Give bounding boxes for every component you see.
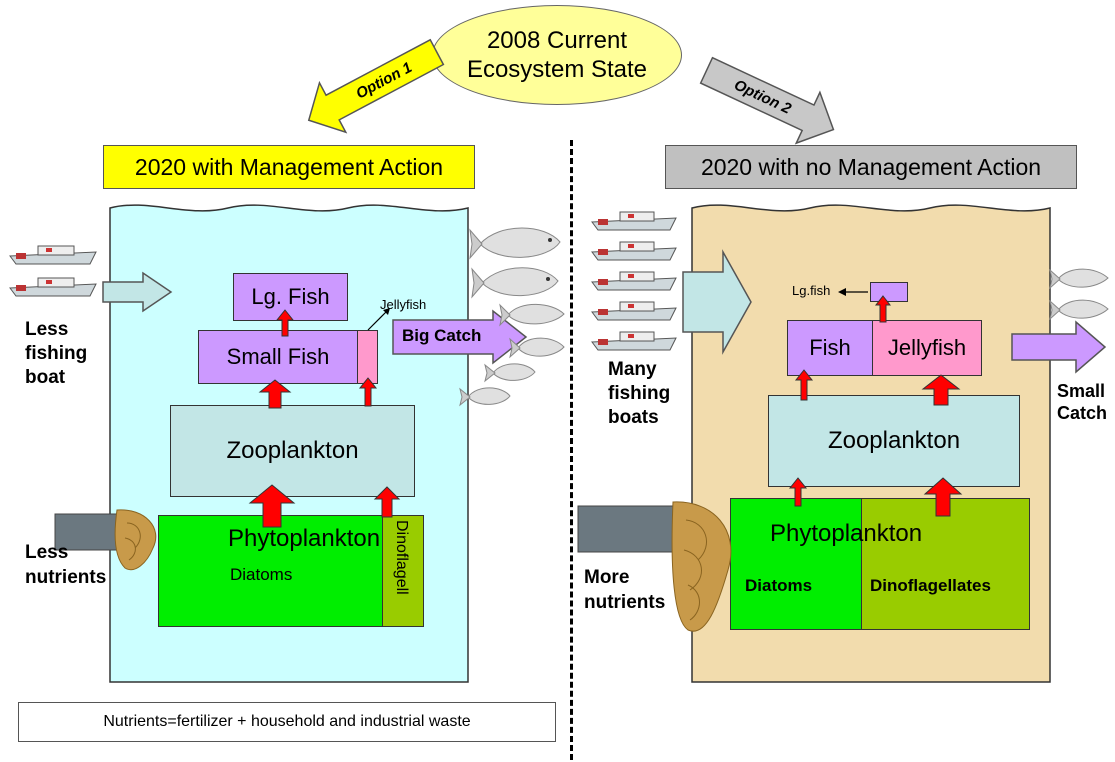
left-diatoms-label: Diatoms: [230, 565, 293, 584]
right-diatoms-label: Diatoms: [745, 576, 813, 595]
right-lgfish-arrow: [838, 288, 868, 296]
right-arrow-zoo-to-jelly: [921, 374, 961, 406]
left-dinoflag-label: Dinoflagell: [393, 520, 410, 595]
left-boats-label: Less fishing boat: [25, 318, 87, 390]
left-small-fish-box: Small Fish: [198, 330, 358, 384]
footnote-text: Nutrients=fertilizer + household and ind…: [103, 713, 471, 730]
right-fish-label: Fish: [809, 335, 851, 360]
right-arrow-lgfish: [874, 295, 892, 323]
left-nutrients-label-1: Less: [25, 542, 69, 563]
right-jellyfish-box: Jellyfish: [872, 320, 982, 376]
left-header: 2020 with Management Action: [103, 145, 475, 189]
right-boats-label-1: Many: [608, 359, 657, 380]
left-arrow-zoo-to-small: [258, 379, 292, 409]
boat-icon: [9, 277, 97, 297]
fish-icon: [1049, 299, 1109, 321]
left-arrow-dino-to-zoo: [373, 486, 401, 518]
right-nutrients-label-2: nutrients: [584, 592, 666, 613]
right-arrow-diatom-to-zoo: [788, 477, 808, 507]
right-boats-label-2: fishing: [608, 383, 671, 404]
left-small-fish-label: Small Fish: [226, 344, 330, 369]
boat-icon: [591, 301, 677, 321]
left-boats-label-3: boat: [25, 367, 66, 388]
right-diatoms-box: [730, 498, 862, 630]
right-header-text: 2020 with no Management Action: [700, 153, 1042, 180]
right-catch-label-2: Catch: [1057, 403, 1108, 423]
left-nutrients-label-2: nutrients: [25, 567, 107, 588]
boat-icon: [9, 245, 97, 265]
fish-icon: [499, 303, 565, 327]
option2-arrow: Option 2: [699, 56, 835, 145]
left-pipe: [54, 509, 157, 571]
fish-icon: [1049, 268, 1109, 290]
right-catch-arrow: [1011, 320, 1107, 374]
footnote-box: Nutrients=fertilizer + household and ind…: [18, 702, 556, 742]
left-diatoms-box: [158, 515, 383, 627]
right-catch-label: Small Catch: [1057, 380, 1107, 424]
option1-arrow: Option 1: [307, 38, 445, 134]
left-boats: [8, 242, 100, 298]
right-nutrients-label: More nutrients: [584, 565, 665, 615]
fish-icon: [471, 267, 559, 299]
right-fishing-arrow: [682, 249, 752, 355]
right-boats-label: Many fishing boats: [608, 358, 670, 430]
boat-icon: [591, 211, 677, 231]
boat-icon: [591, 331, 677, 351]
right-lg-fish-label: Lg.fish: [792, 283, 831, 298]
right-jellyfish-label: Jellyfish: [887, 335, 967, 360]
fish-icon: [459, 387, 511, 407]
current-state-line2: Ecosystem State: [466, 56, 648, 83]
boat-icon: [591, 241, 677, 261]
left-dinoflag-box: [382, 515, 424, 627]
left-nutrients-label: Less nutrients: [25, 540, 106, 590]
fish-icon: [484, 363, 536, 383]
current-state-line1: 2008 Current: [486, 27, 628, 54]
right-boats: [590, 208, 680, 352]
left-zooplankton-label: Zooplankton: [226, 437, 359, 464]
right-header: 2020 with no Management Action: [665, 145, 1077, 189]
left-fish-group: [459, 222, 570, 412]
left-zooplankton-box: Zooplankton: [170, 405, 415, 497]
left-arrow-phyto-to-zoo: [248, 484, 296, 528]
right-lg-fish-box: [870, 282, 908, 302]
right-catch-label-1: Small: [1057, 381, 1106, 401]
right-fish-box: Fish: [787, 320, 873, 376]
right-pipe: [577, 501, 732, 632]
left-arrow-small-to-lg: [275, 309, 295, 337]
left-fishing-arrow: [102, 271, 173, 313]
current-state-ellipse: 2008 Current Ecosystem State: [432, 5, 682, 105]
left-arrow-zoo-to-jelly: [358, 377, 378, 407]
left-jellyfish-label: Jellyfish: [380, 297, 427, 312]
fish-icon: [469, 227, 561, 260]
right-boats-label-3: boats: [608, 407, 659, 428]
left-boats-label-2: fishing: [25, 343, 88, 364]
left-jellyfish-box: [357, 330, 378, 384]
right-dino-label: Dinoflagellates: [870, 576, 991, 595]
left-phytoplankton-label: Phytoplankton: [228, 525, 381, 552]
fish-icon: [509, 337, 565, 359]
right-phytoplankton-label: Phytoplankton: [770, 520, 923, 547]
right-arrow-zoo-to-fish: [794, 369, 814, 401]
right-dino-box: [861, 498, 1030, 630]
left-catch-label: Big Catch: [402, 326, 482, 345]
boat-icon: [591, 271, 677, 291]
right-nutrients-label-1: More: [584, 567, 630, 588]
right-zooplankton-label: Zooplankton: [827, 427, 961, 454]
left-jellyfish-arrow: [367, 308, 390, 331]
right-arrow-dino-to-zoo: [923, 477, 963, 517]
left-catch-arrow: [392, 309, 528, 365]
left-lg-fish-label: Lg. Fish: [251, 284, 330, 309]
right-zooplankton-box: Zooplankton: [768, 395, 1020, 487]
left-boats-label-1: Less: [25, 319, 69, 340]
divider-line: [570, 140, 573, 760]
left-header-text: 2020 with Management Action: [134, 153, 444, 180]
